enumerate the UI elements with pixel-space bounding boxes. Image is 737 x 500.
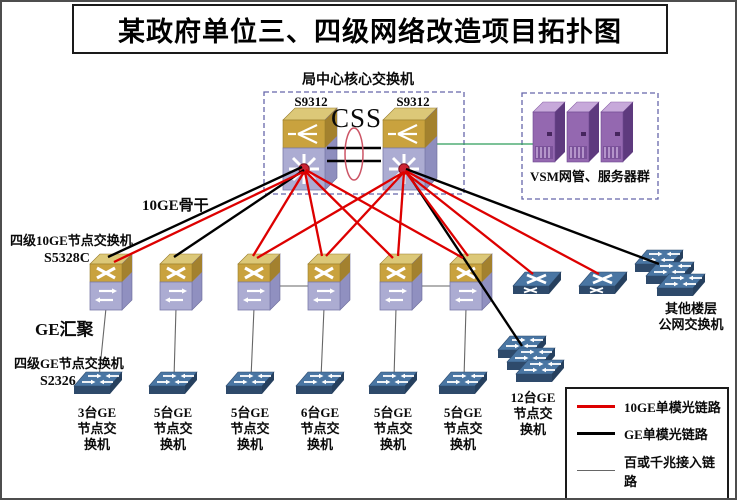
group-label-6: 5台GE 节点交 换机 — [443, 405, 483, 452]
ge-link — [173, 169, 305, 258]
core-switch-1-model: S9312 — [294, 94, 328, 109]
server-tower — [532, 101, 566, 163]
legend-line-ge — [577, 432, 615, 436]
legend: 10GE单模光链路 GE单模光链路 百或千兆接入链路 — [565, 387, 729, 498]
agg-switch-3 — [236, 252, 282, 312]
group-label-2: 5台GE 节点交 换机 — [153, 405, 193, 452]
legend-line-access — [577, 470, 615, 472]
backbone-label: 10GE骨干 — [142, 198, 209, 214]
access-link — [393, 307, 397, 379]
tenge-link — [404, 171, 534, 275]
server-tower — [600, 101, 634, 163]
group-label-1: 3台GE 节点交 换机 — [77, 405, 117, 452]
tenge-link — [396, 171, 406, 257]
agg-switch-2 — [158, 252, 204, 312]
access-link — [320, 307, 325, 379]
access-switch-2 — [148, 371, 198, 395]
tenge-link — [325, 171, 405, 257]
tenge-link — [404, 170, 469, 257]
legend-label-10ge: 10GE单模光链路 — [624, 400, 721, 416]
access-switch-4 — [295, 371, 345, 395]
agg-switch-6 — [448, 252, 494, 312]
legend-row-10ge: 10GE单模光链路 — [567, 397, 727, 416]
server-group-box — [521, 92, 659, 200]
ge-link — [405, 167, 660, 266]
agg-switch-1 — [88, 252, 134, 312]
legend-line-10ge — [577, 405, 615, 409]
tenge-link — [113, 170, 304, 264]
tenge-link — [256, 171, 405, 259]
ge-agg-label: GE汇聚 — [35, 320, 94, 339]
server-tower — [566, 101, 600, 163]
agg-model-label: S5328C — [44, 251, 90, 266]
access-link — [463, 307, 467, 379]
access-switch-1 — [73, 371, 123, 395]
tenge-link — [304, 170, 394, 259]
css-cluster-ellipse — [344, 127, 364, 181]
legend-label-ge: GE单模光链路 — [624, 427, 708, 443]
public-switch-1 — [511, 270, 563, 296]
css-label: CSS — [331, 103, 383, 133]
access-model-label: S2326 — [40, 374, 76, 389]
group-label-4: 6台GE 节点交 换机 — [300, 405, 340, 452]
tenge-link — [405, 169, 600, 276]
core-group-box — [263, 91, 465, 195]
tenge-links — [113, 168, 600, 276]
agg-switch-4 — [306, 252, 352, 312]
legend-row-access: 百或千兆接入链路 — [567, 452, 727, 490]
core-group-label: 局中心核心交换机 — [302, 73, 414, 88]
legend-label-access: 百或千兆接入链路 — [624, 454, 716, 489]
other-floors-label: 其他楼层 公网交换机 — [658, 301, 724, 332]
group-label-12ge: 12台GE 节点交 换机 — [510, 390, 556, 437]
access-link — [173, 307, 177, 379]
group-label-5: 5台GE 节点交 换机 — [373, 405, 413, 452]
tenge-link — [305, 168, 464, 260]
core-switch-2-model: S9312 — [396, 94, 430, 109]
page-title: 某政府单位三、四级网络改造项目拓扑图 — [118, 16, 622, 47]
access-links — [98, 285, 467, 379]
ge-link — [107, 165, 303, 259]
access-link — [250, 307, 255, 379]
access-switch-3 — [225, 371, 275, 395]
access-switch-5 — [368, 371, 418, 395]
public-switch-2 — [577, 270, 629, 296]
legend-row-ge: GE单模光链路 — [567, 424, 727, 443]
server-group-label: VSM网管、服务器群 — [530, 169, 650, 184]
group-label-3: 5台GE 节点交 换机 — [230, 405, 270, 452]
access-layer-label: 四级GE节点交换机 — [14, 356, 124, 371]
access-link — [98, 307, 107, 379]
access-switch-6 — [438, 371, 488, 395]
tenge-link — [303, 171, 324, 257]
agg-layer-label: 四级10GE节点交换机 — [10, 233, 133, 248]
tenge-link — [252, 171, 305, 257]
title-box: 某政府单位三、四级网络改造项目拓扑图 — [72, 4, 668, 54]
agg-switch-5 — [378, 252, 424, 312]
